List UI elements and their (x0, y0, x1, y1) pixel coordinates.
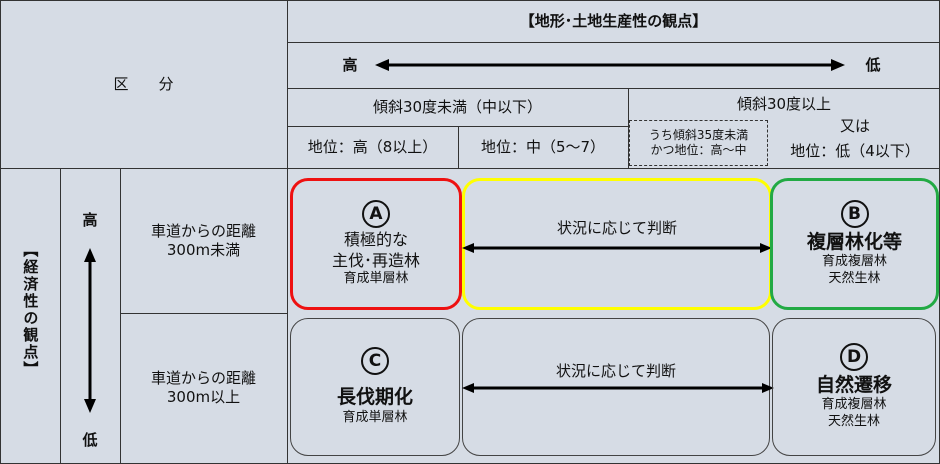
cell-d-title: 自然遷移 (815, 373, 892, 396)
vertical-double-arrow-icon (84, 248, 96, 413)
slope-under-30: 傾斜30度未満（中以下） (372, 97, 543, 116)
cell-b: B 複層林化等 育成複層林 天然生林 (770, 178, 939, 310)
cell-b-sub: 育成複層林 天然生林 (821, 254, 887, 287)
land-perspective-title: 【地形･土地生産性の観点】 (519, 11, 708, 30)
cell-d-sub: 育成複層林 天然生林 (821, 397, 887, 430)
or-label: 又は (839, 116, 870, 135)
distance-far: 車道からの距離 300m以上 (150, 369, 256, 406)
cell-a-sub: 育成単層林 (343, 271, 409, 287)
land-high-label: 高 (342, 55, 358, 74)
cell-c-sub: 育成単層林 (342, 409, 408, 425)
econ-low-label: 低 (82, 430, 98, 449)
slope-over-30: 傾斜30度以上 (736, 94, 832, 113)
distance-near: 車道からの距離 300m未満 (150, 221, 256, 259)
cell-c-title: 長伐期化 (336, 386, 413, 409)
category-header: 区 分 (113, 74, 174, 93)
horizontal-double-arrow-icon (462, 383, 774, 393)
cell-cd-label: 状況に応じて判断 (555, 362, 676, 381)
dashed-note: うち傾斜35度未満 かつ地位：高～中 (629, 120, 768, 166)
cell-c: C 長伐期化 育成単層林 (290, 318, 460, 456)
site-low: 地位：低（4以下） (790, 141, 920, 160)
econ-high-label: 高 (82, 210, 98, 229)
economy-perspective-title: 【経済性の観点】 (21, 242, 40, 378)
mark-d: D (840, 342, 868, 371)
site-high: 地位：高（8以上） (307, 137, 438, 156)
cell-a: A 積極的な 主伐･再造林 育成単層林 (290, 178, 462, 310)
mark-c: C (361, 347, 389, 376)
cell-d: D 自然遷移 育成複層林 天然生林 (772, 318, 936, 456)
horizontal-double-arrow-icon (462, 243, 772, 253)
cell-a-title: 積極的な 主伐･再造林 (331, 229, 420, 270)
horizontal-double-arrow-icon (375, 59, 845, 71)
mark-a: A (362, 199, 390, 228)
mark-b: B (840, 199, 869, 228)
cell-b-title: 複層林化等 (806, 230, 902, 253)
cell-ab-label: 状況に応じて判断 (556, 219, 677, 238)
site-mid: 地位：中（5～7） (480, 137, 606, 156)
land-low-label: 低 (865, 55, 881, 74)
